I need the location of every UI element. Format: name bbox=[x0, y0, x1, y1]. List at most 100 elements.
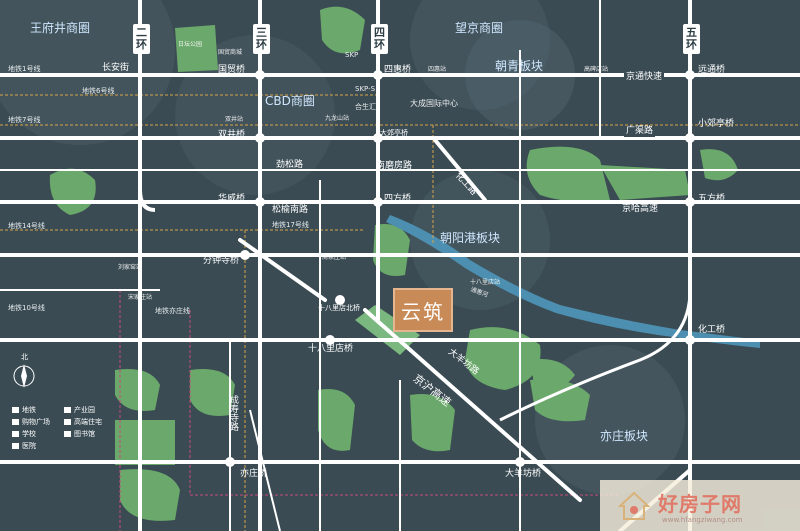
hospital-icon bbox=[12, 443, 19, 449]
compass-north-label: 北 bbox=[21, 353, 28, 361]
industrial-park-icon bbox=[64, 407, 71, 413]
bridge-label-sifang: 四方桥 bbox=[384, 194, 412, 204]
bridge-label-yizhuang: 亦庄桥 bbox=[240, 469, 268, 479]
poi-guomao-mall: 国贸商城 bbox=[218, 49, 243, 56]
ring-road-4-tag: 四环 bbox=[371, 24, 388, 54]
bridge-label-dayangfang: 大羊坊桥 bbox=[505, 469, 542, 479]
subway-station-songjiazhuang: 宋家庄站 bbox=[128, 294, 153, 301]
district-glow-yizhuang bbox=[535, 345, 685, 495]
bridge-label-huagong: 化工桥 bbox=[698, 325, 726, 335]
park-shape bbox=[318, 389, 355, 451]
subway-label-line7: 地铁7号线 bbox=[8, 116, 41, 124]
park-shape bbox=[530, 379, 590, 422]
subway-station-shibalidian: 十八里店站 bbox=[470, 279, 501, 286]
poi-skps: SKP-S bbox=[355, 85, 376, 93]
legend-item-subway: 地铁 bbox=[12, 405, 36, 415]
district-wangjing: 望京商圈 bbox=[455, 21, 504, 35]
bridge-label-fenzhongsi: 分钟寺桥 bbox=[203, 256, 240, 266]
legend-item-shopping: 购物广场 bbox=[12, 417, 50, 427]
poi-hesheng: 合生汇 bbox=[355, 103, 376, 111]
park-shape bbox=[373, 224, 410, 276]
subway-label-line6: 地铁6号线 bbox=[82, 87, 115, 95]
park-shape bbox=[115, 369, 160, 411]
district-chaoqing: 朝青板块 bbox=[495, 59, 544, 73]
park-shape bbox=[49, 168, 96, 215]
bridge-label-yuanyang: 远通桥 bbox=[698, 65, 726, 75]
compass-arrow-icon bbox=[13, 364, 35, 388]
road-label-jingtong: 京通快速 bbox=[624, 72, 665, 83]
subway-label-line10: 地铁10号线 bbox=[8, 304, 45, 312]
school-icon bbox=[12, 431, 19, 437]
road-label-jingha: 京哈高速 bbox=[622, 204, 659, 214]
bridge-label-changan: 长安街 bbox=[102, 63, 130, 73]
bridge-label-shibalidian-north: 十八里店北桥 bbox=[318, 304, 360, 312]
district-wangfujing: 王府井商圈 bbox=[30, 21, 91, 35]
district-glow-chaoyanggang bbox=[410, 170, 550, 310]
bridge-label-guomao: 国贸桥 bbox=[218, 65, 246, 75]
subway-station-jiulongshan: 九龙山站 bbox=[325, 115, 350, 122]
road-label-chengshousi: 成寿寺路 bbox=[228, 395, 238, 431]
house-logo-icon bbox=[618, 491, 650, 520]
subway-icon bbox=[12, 407, 19, 413]
library-icon bbox=[64, 431, 71, 437]
watermark-url: www.hfangziwang.com bbox=[662, 516, 743, 524]
district-glow-wangfujing bbox=[0, 0, 175, 145]
park-shape bbox=[115, 420, 175, 465]
subway-label-line17: 地铁17号线 bbox=[272, 221, 309, 229]
watermark: 好房子网 www.hfangziwang.com bbox=[600, 480, 800, 531]
legend-item-school: 学校 bbox=[12, 429, 36, 439]
ring-road-3-tag: 三环 bbox=[253, 24, 270, 54]
legend-item-library: 图书馆 bbox=[64, 429, 95, 439]
subway-station-gaobeidian: 高碑店站 bbox=[584, 66, 609, 73]
park-shape bbox=[526, 146, 610, 202]
subway-station-shuangjing: 双井站 bbox=[225, 116, 244, 123]
subway-label-line14: 地铁14号线 bbox=[8, 222, 45, 230]
ring-road-2-tag: 二环 bbox=[133, 24, 150, 54]
watermark-text: 好房子网 bbox=[658, 492, 742, 516]
map-legend: 地铁 产业园 购物广场 高端住宅 学校 图书馆 医院 bbox=[12, 405, 122, 455]
project-marker-yunzhu[interactable]: 云筑 bbox=[393, 288, 453, 332]
bridge-label-shibalidian: 十八里店桥 bbox=[308, 344, 354, 354]
road-label-jinsong: 劲松路 bbox=[276, 160, 304, 170]
poi-dacheng: 大成国际中心 bbox=[410, 99, 458, 108]
subway-station-zhoujiazhuang: 周家庄站 bbox=[322, 254, 347, 261]
road-label-guangqu: 广渠路 bbox=[624, 126, 656, 137]
park-shape bbox=[465, 327, 541, 390]
bridge-label-dajiaoting: 大郊亭桥 bbox=[380, 129, 408, 137]
poi-ritan-park: 日坛公园 bbox=[178, 41, 203, 48]
park-shape bbox=[175, 25, 218, 72]
bridge-label-xiaojiaoting: 小郊亭桥 bbox=[698, 119, 735, 129]
bridge-nodes bbox=[225, 70, 695, 467]
legend-item-industrial: 产业园 bbox=[64, 405, 95, 415]
park-shape bbox=[320, 6, 365, 54]
district-cbd: CBD商圈 bbox=[265, 94, 315, 108]
district-chaoyanggang: 朝阳港板块 bbox=[440, 231, 501, 245]
shopping-icon bbox=[12, 419, 19, 425]
park-shape bbox=[600, 165, 690, 200]
compass: 北 bbox=[12, 352, 36, 392]
subway-label-line1: 地铁1号线 bbox=[8, 65, 41, 73]
subway-label-yizhuang-line: 地铁亦庄线 bbox=[155, 307, 190, 315]
bridge-label-huawei: 华威桥 bbox=[218, 194, 246, 204]
road-label-songyunan: 松榆南路 bbox=[272, 205, 309, 215]
park-shape bbox=[190, 369, 235, 416]
legend-item-residential: 高端住宅 bbox=[64, 417, 102, 427]
bridge-label-shuangjing: 双井桥 bbox=[218, 130, 246, 140]
subway-station-sihui: 四惠站 bbox=[428, 66, 447, 73]
subway-station-liujiayao: 刘家窑站 bbox=[118, 264, 143, 271]
road-label-nanmofang: 南磨房路 bbox=[376, 161, 413, 171]
poi-skp: SKP bbox=[345, 51, 359, 59]
bridge-label-sihuidong: 四惠桥 bbox=[384, 65, 412, 75]
legend-item-hospital: 医院 bbox=[12, 441, 36, 451]
park-shape bbox=[700, 149, 738, 181]
park-shape bbox=[120, 469, 180, 521]
residential-icon bbox=[64, 419, 71, 425]
district-yizhuang: 亦庄板块 bbox=[600, 429, 649, 443]
ring-road-5-tag: 五环 bbox=[683, 24, 700, 54]
bridge-label-wufang: 五方桥 bbox=[698, 194, 726, 204]
park-shape bbox=[410, 394, 455, 452]
